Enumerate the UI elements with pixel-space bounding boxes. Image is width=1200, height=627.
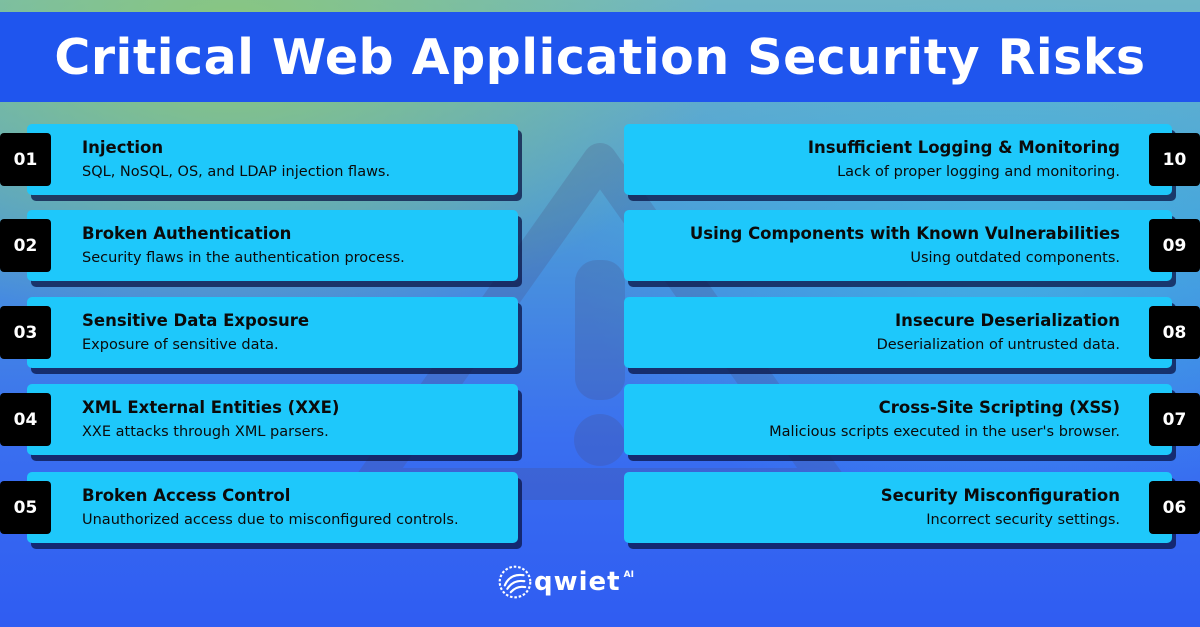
risk-card-09: Using Components with Known Vulnerabilit…	[624, 210, 1200, 281]
qwiet-logo: qwiet AI	[498, 562, 634, 602]
risk-title: Insufficient Logging & Monitoring	[807, 138, 1120, 157]
risk-number-badge: 08	[1149, 306, 1200, 359]
risk-title: Broken Authentication	[82, 224, 292, 243]
risk-title: Sensitive Data Exposure	[82, 311, 310, 330]
risk-number-badge: 05	[0, 481, 51, 534]
risk-title: Insecure Deserialization	[895, 311, 1120, 330]
risk-description: Incorrect security settings.	[926, 512, 1120, 528]
risk-number-badge: 10	[1149, 133, 1200, 186]
logo-ai-suffix: AI	[623, 570, 634, 580]
risk-number-badge: 03	[0, 306, 51, 359]
risk-number-badge: 01	[0, 133, 51, 186]
logo-wordmark: qwiet	[534, 567, 621, 597]
risk-description: SQL, NoSQL, OS, and LDAP injection flaws…	[82, 164, 391, 180]
risk-number-badge: 07	[1149, 393, 1200, 446]
risk-description: Exposure of sensitive data.	[82, 337, 279, 353]
risk-number-badge: 06	[1149, 481, 1200, 534]
risk-number-badge: 04	[0, 393, 51, 446]
risk-card-07: Cross-Site Scripting (XSS) Malicious scr…	[624, 384, 1200, 455]
risk-title: XML External Entities (XXE)	[82, 398, 340, 417]
risk-card-06: Security Misconfiguration Incorrect secu…	[624, 472, 1200, 543]
risk-title: Broken Access Control	[82, 486, 291, 505]
page-title: Critical Web Application Security Risks	[54, 28, 1146, 86]
risk-card-02: 02 Broken Authentication Security flaws …	[0, 210, 518, 281]
risk-card-04: 04 XML External Entities (XXE) XXE attac…	[0, 384, 518, 455]
risk-number-badge: 02	[0, 219, 51, 272]
risk-card-08: Insecure Deserialization Deserialization…	[624, 297, 1200, 368]
risk-title: Cross-Site Scripting (XSS)	[878, 398, 1120, 417]
risk-description: Unauthorized access due to misconfigured…	[82, 512, 459, 528]
risk-description: Security flaws in the authentication pro…	[82, 250, 405, 266]
risk-number-badge: 09	[1149, 219, 1200, 272]
risk-description: Using outdated components.	[910, 250, 1120, 266]
title-bar: Critical Web Application Security Risks	[0, 12, 1200, 102]
risk-description: Lack of proper logging and monitoring.	[837, 164, 1120, 180]
qwiet-logo-icon	[498, 565, 532, 599]
risk-title: Using Components with Known Vulnerabilit…	[689, 224, 1120, 243]
risk-description: Deserialization of untrusted data.	[876, 337, 1120, 353]
risk-card-05: 05 Broken Access Control Unauthorized ac…	[0, 472, 518, 543]
risk-title: Security Misconfiguration	[880, 486, 1120, 505]
risk-card-01: 01 Injection SQL, NoSQL, OS, and LDAP in…	[0, 124, 518, 195]
risk-card-03: 03 Sensitive Data Exposure Exposure of s…	[0, 297, 518, 368]
risk-description: XXE attacks through XML parsers.	[82, 424, 329, 440]
risk-title: Injection	[82, 138, 164, 157]
risk-card-10: Insufficient Logging & Monitoring Lack o…	[624, 124, 1200, 195]
risk-description: Malicious scripts executed in the user's…	[769, 424, 1120, 440]
